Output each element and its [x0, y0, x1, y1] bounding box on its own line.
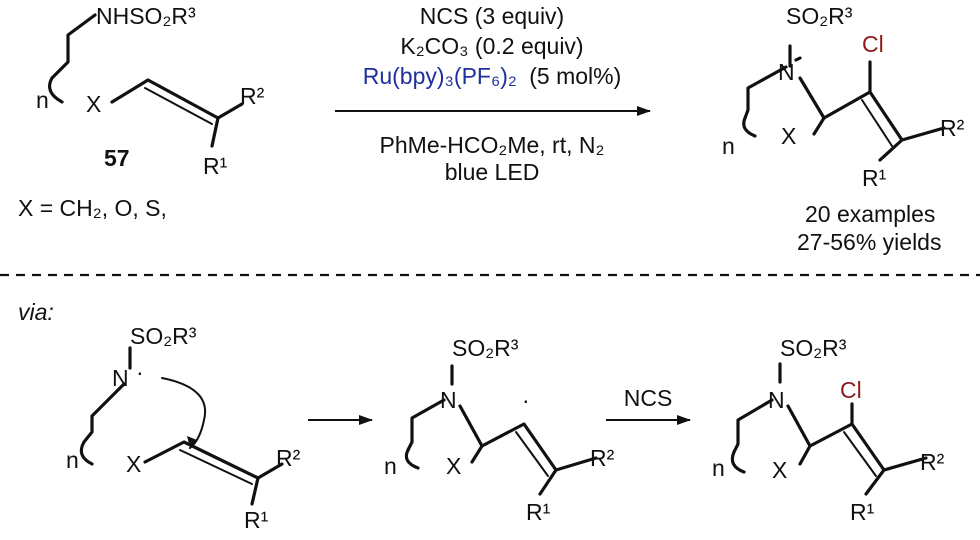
n-radical-x-label: X [126, 451, 141, 477]
vinyl-radical-ring-bonds [406, 398, 446, 452]
conditions-base: K₂CO₃ (0.2 equiv) [400, 33, 583, 59]
final-r1-label: R¹ [850, 499, 875, 525]
n-radical-chain-bonds [82, 382, 126, 444]
final-ring-close [786, 404, 812, 466]
product-r1-label: R¹ [862, 165, 887, 191]
n-radical-intermediate: SO₂R³ N · n X R² R¹ [66, 323, 301, 533]
product-examples: 20 examples [805, 201, 935, 227]
substrate-nh-group: NHSO₂R³ [96, 3, 196, 29]
conditions-light: blue LED [445, 159, 540, 185]
product-vinyl-double [861, 99, 893, 147]
product-so2-label: SO₂R³ [786, 3, 853, 29]
vinyl-radical-n-label: n [384, 453, 397, 479]
substrate-r2-label: R² [240, 83, 265, 109]
final-so2-label: SO₂R³ [780, 335, 847, 361]
final-r2-label: R² [920, 449, 945, 475]
vinyl-radical-vinyl-bonds [480, 422, 598, 496]
n-radical-allene-bonds [143, 440, 260, 480]
product-cl-label: Cl [862, 31, 884, 57]
conditions-catalyst-loading: (5 mol%) [529, 63, 621, 89]
n-radical-n-label: n [66, 447, 79, 473]
n-radical-r1-r2-bonds [250, 462, 284, 506]
vinyl-radical-so2-label: SO₂R³ [452, 335, 519, 361]
final-cl-label: Cl [840, 377, 862, 403]
substrate-compound-number: 57 [104, 145, 130, 171]
substrate-n-label: n [36, 87, 49, 113]
product-yields: 27-56% yields [797, 229, 941, 255]
conditions-catalyst-line: Ru(bpy)₃(PF₆)₂ (5 mol%) [363, 63, 622, 89]
n-radical-so2-label: SO₂R³ [130, 323, 197, 349]
final-vinyl-bonds [808, 402, 928, 496]
mechanism-final-product: SO₂R³ N Cl n X R² R¹ [712, 335, 945, 525]
n-radical-dot: · [136, 359, 144, 385]
substrate-57: NHSO₂R³ n X R² R¹ 57 X = CH₂, O, S, [18, 3, 265, 221]
substrate-x-definition: X = CH₂, O, S, [18, 195, 167, 221]
vinyl-radical-ring-arc [404, 448, 420, 470]
n-radical-n-atom: N [112, 365, 129, 391]
product: SO₂R³ N Cl n X R² R¹ 20 examples 27-56% … [722, 3, 965, 255]
vinyl-radical-ring-close [458, 404, 484, 464]
substrate-allene-bonds [110, 78, 220, 120]
n-radical-r2-label: R² [276, 445, 301, 471]
final-ring-arc [730, 450, 746, 474]
product-x-label: X [781, 123, 796, 149]
substrate-x-label: X [86, 91, 101, 117]
final-n-label: n [712, 455, 725, 481]
vinyl-radical-n-atom: N [440, 387, 457, 413]
vinyl-radical-r2-label: R² [590, 445, 615, 471]
product-vinyl-bonds [822, 60, 946, 162]
product-n-atom: N [778, 59, 795, 85]
vinyl-radical-x-label: X [446, 453, 461, 479]
via-label: via: [18, 299, 54, 325]
final-x-label: X [772, 457, 787, 483]
mechanism-step2-reagent: NCS [624, 385, 673, 411]
n-radical-cyclization-arrow [161, 377, 207, 449]
n-radical-allene-double [179, 449, 253, 485]
substrate-chain-bonds [50, 13, 97, 80]
conditions-catalyst: Ru(bpy)₃(PF₆)₂ [363, 63, 517, 89]
substrate-x-ring-arc [48, 76, 64, 104]
n-radical-x-arc [79, 440, 94, 466]
vinyl-radical-intermediate: SO₂R³ N · n X R² R¹ [384, 335, 615, 525]
final-n-atom: N [768, 387, 785, 413]
final-ring-bonds [732, 398, 774, 454]
n-radical-cyclization-arrowhead [187, 436, 197, 448]
final-double [843, 431, 877, 477]
vinyl-radical-double [515, 431, 549, 477]
substrate-allene-double [144, 87, 213, 125]
n-radical-r1-label: R¹ [244, 507, 269, 533]
product-ring-bonds [743, 44, 802, 120]
vinyl-radical-r1-label: R¹ [526, 499, 551, 525]
conditions-solvent: PhMe-HCO₂Me, rt, N₂ [380, 132, 605, 158]
product-ring-arc [742, 116, 757, 138]
vinyl-radical-dot: · [522, 387, 530, 413]
reaction-conditions: NCS (3 equiv) K₂CO₃ (0.2 equiv) Ru(bpy)₃… [335, 3, 651, 185]
product-n-label: n [722, 133, 735, 159]
product-r2-label: R² [940, 115, 965, 141]
substrate-r1-r2-bonds [210, 102, 244, 148]
conditions-reagent: NCS (3 equiv) [420, 3, 564, 29]
substrate-r1-label: R¹ [203, 153, 228, 179]
product-ring-close [798, 76, 826, 136]
